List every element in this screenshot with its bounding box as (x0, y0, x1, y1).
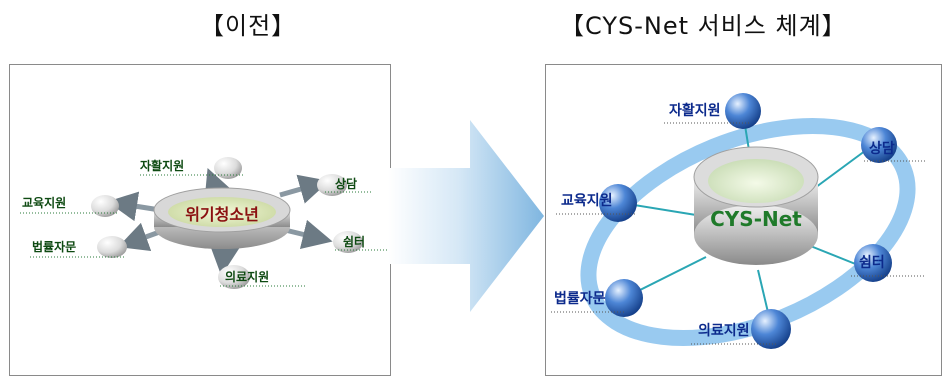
heading-after: 【CYS-Net 서비스 체계】 (560, 12, 847, 40)
before-label-legal: 법률자문 (32, 239, 76, 254)
after-label-education: 교육지원 (561, 193, 613, 209)
after-center-label: CYS-Net (710, 207, 802, 231)
transition-arrow (388, 120, 544, 312)
before-center-ring: 위기청소년 (153, 187, 291, 249)
arrow-shelter (284, 219, 333, 250)
sphere-shelter (333, 231, 363, 253)
node-sphere-education (599, 184, 637, 222)
before-label-counsel: 상담 (335, 176, 357, 191)
before-label-self: 자활지원 (140, 158, 184, 173)
before-center-label: 위기청소년 (185, 205, 259, 224)
after-label-self: 자활지원 (669, 102, 721, 119)
sphere-legal (97, 236, 127, 258)
before-panel: 위기청소년 자활지원 상담 교육지원 쉼터 법률자문 의료지원 (9, 64, 391, 376)
before-diagram: 위기청소년 자활지원 상담 교육지원 쉼터 법률자문 의료지원 (20, 157, 388, 289)
after-label-medical: 의료지원 (698, 322, 750, 339)
after-label-shelter: 쉼터 (859, 255, 885, 271)
sphere-medical (218, 265, 250, 289)
before-label-medical: 의료지원 (225, 269, 269, 284)
node-sphere-shelter (854, 244, 892, 282)
arrow-counsel (279, 174, 330, 204)
sphere-counsel (317, 174, 347, 196)
heading-before: 【이전】 (200, 12, 297, 40)
before-label-education: 교육지원 (22, 195, 66, 210)
after-label-legal: 법률자문 (554, 290, 606, 307)
node-sphere-medical (751, 309, 791, 349)
node-sphere-counsel (861, 127, 897, 163)
after-label-counsel: 상담 (869, 140, 895, 157)
sphere-self (214, 157, 242, 179)
after-spheres (599, 93, 897, 349)
after-diagram: CYS-Net 자활지원 상담 교육지원 쉼터 법률자문 의료지원 (551, 93, 926, 349)
before-spheres (91, 157, 363, 289)
sphere-education (91, 195, 119, 217)
before-label-shelter: 쉼터 (343, 234, 365, 249)
node-sphere-self (725, 93, 761, 129)
after-center-cylinder: CYS-Net (693, 146, 819, 265)
node-sphere-legal (605, 279, 643, 317)
after-panel: CYS-Net 자활지원 상담 교육지원 쉼터 법률자문 의료지원 (545, 64, 942, 376)
